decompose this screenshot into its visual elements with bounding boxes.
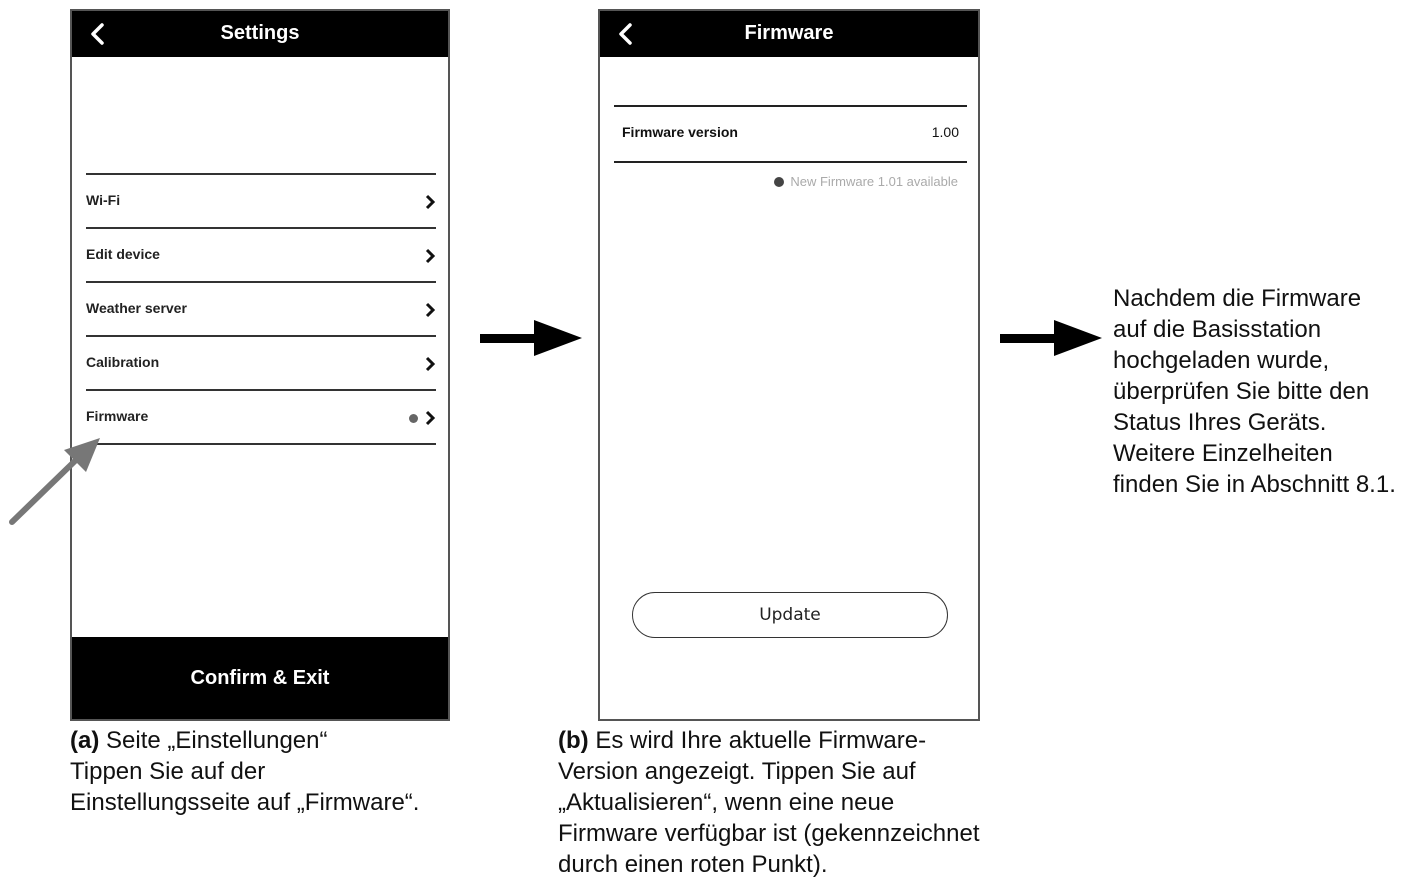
caption-a-line2: Tippen Sie auf der bbox=[70, 758, 266, 785]
update-indicator-dot bbox=[409, 414, 418, 423]
settings-header: Settings bbox=[72, 11, 448, 57]
back-arrow-icon[interactable] bbox=[86, 21, 110, 47]
new-firmware-dot bbox=[774, 177, 785, 187]
menu-item-label: Calibration bbox=[86, 354, 160, 370]
confirm-exit-label: Confirm & Exit bbox=[190, 667, 330, 689]
caption-c: Nachdem die Firmware auf die Basisstatio… bbox=[1113, 283, 1396, 500]
update-button[interactable]: Update bbox=[632, 592, 948, 638]
firmware-version-label: Firmware version bbox=[622, 124, 738, 140]
caption-a-line3: Einstellungsseite auf „Firmware“. bbox=[70, 789, 420, 816]
caption-b-line5: durch einen roten Punkt). bbox=[558, 851, 828, 878]
divider bbox=[86, 173, 436, 175]
firmware-screen: Firmware Firmware version 1.00 New Firmw… bbox=[598, 9, 980, 721]
caption-b-line1: Es wird Ihre aktuelle Firmware- bbox=[588, 727, 927, 754]
confirm-exit-button[interactable]: Confirm & Exit bbox=[72, 637, 448, 719]
chevron-right-icon bbox=[425, 194, 436, 210]
caption-a: (a) Seite „Einstellungen“ Tippen Sie auf… bbox=[70, 725, 419, 818]
caption-c-line7: finden Sie in Abschnitt 8.1. bbox=[1113, 471, 1396, 498]
back-arrow-icon[interactable] bbox=[614, 21, 638, 47]
arrow-right-icon bbox=[480, 320, 582, 356]
settings-menu: Wi-Fi Edit device Weather server Calibra… bbox=[86, 173, 436, 445]
caption-b-line2: Version angezeigt. Tippen Sie auf bbox=[558, 758, 916, 785]
new-firmware-notice: New Firmware 1.01 available bbox=[774, 174, 958, 189]
firmware-version-row: Firmware version 1.00 bbox=[614, 105, 967, 163]
caption-c-line6: Weitere Einzelheiten bbox=[1113, 440, 1333, 467]
chevron-right-icon bbox=[425, 410, 436, 426]
settings-screen: Settings Wi-Fi Edit device Weather serve… bbox=[70, 9, 450, 721]
menu-item-label: Firmware bbox=[86, 408, 149, 424]
menu-item-label: Weather server bbox=[86, 300, 187, 316]
caption-c-line4: überprüfen Sie bitte den bbox=[1113, 378, 1370, 405]
caption-c-line5: Status Ihres Geräts. bbox=[1113, 409, 1327, 436]
menu-item-edit-device[interactable]: Edit device bbox=[86, 229, 436, 283]
firmware-header: Firmware bbox=[600, 11, 978, 57]
caption-b-tag: (b) bbox=[558, 727, 589, 754]
menu-item-firmware[interactable]: Firmware bbox=[86, 391, 436, 445]
chevron-right-icon bbox=[425, 356, 436, 372]
caption-a-tag: (a) bbox=[70, 727, 100, 754]
pointer-arrow-icon bbox=[9, 438, 100, 525]
menu-item-wifi[interactable]: Wi-Fi bbox=[86, 175, 436, 229]
caption-c-line1: Nachdem die Firmware bbox=[1113, 285, 1362, 312]
menu-item-weather-server[interactable]: Weather server bbox=[86, 283, 436, 337]
new-firmware-text: New Firmware 1.01 available bbox=[790, 174, 958, 189]
firmware-version-value: 1.00 bbox=[931, 124, 959, 140]
firmware-title: Firmware bbox=[744, 22, 834, 44]
caption-a-line1: Seite „Einstellungen“ bbox=[99, 727, 328, 754]
caption-c-line2: auf die Basisstation bbox=[1113, 316, 1322, 343]
chevron-right-icon bbox=[425, 248, 436, 264]
chevron-right-icon bbox=[425, 302, 436, 318]
arrow-right-icon bbox=[1000, 320, 1102, 356]
menu-item-calibration[interactable]: Calibration bbox=[86, 337, 436, 391]
caption-b-line3: „Aktualisieren“, wenn eine neue bbox=[558, 789, 895, 816]
settings-title: Settings bbox=[220, 22, 300, 44]
caption-c-line3: hochgeladen wurde, bbox=[1113, 347, 1330, 374]
menu-item-label: Edit device bbox=[86, 246, 160, 262]
menu-item-label: Wi-Fi bbox=[86, 192, 121, 208]
caption-b-line4: Firmware verfügbar ist (gekennzeichnet bbox=[558, 820, 980, 847]
caption-b: (b) Es wird Ihre aktuelle Firmware- Vers… bbox=[558, 725, 980, 880]
